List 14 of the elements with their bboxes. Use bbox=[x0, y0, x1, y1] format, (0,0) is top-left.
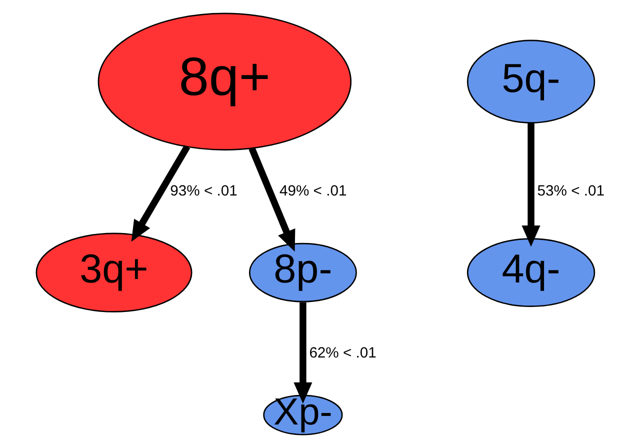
edge-label: 62% < .01 bbox=[308, 345, 376, 362]
edge-label: 49% < .01 bbox=[278, 183, 346, 200]
edge-label: 53% < .01 bbox=[536, 183, 604, 200]
node-ellipse: 4q- bbox=[466, 238, 595, 307]
arrow bbox=[521, 122, 540, 247]
node-ellipse: 3q+ bbox=[35, 232, 192, 312]
node-ellipse: 5q- bbox=[466, 40, 595, 124]
arrow bbox=[248, 146, 295, 252]
arrow bbox=[293, 302, 312, 404]
edge-label: 93% < .01 bbox=[170, 183, 237, 200]
node-ellipse: 8p- bbox=[248, 242, 356, 302]
arrow bbox=[130, 145, 190, 242]
node-ellipse: 8q+ bbox=[97, 12, 352, 150]
node-ellipse: Xp- bbox=[262, 394, 342, 436]
